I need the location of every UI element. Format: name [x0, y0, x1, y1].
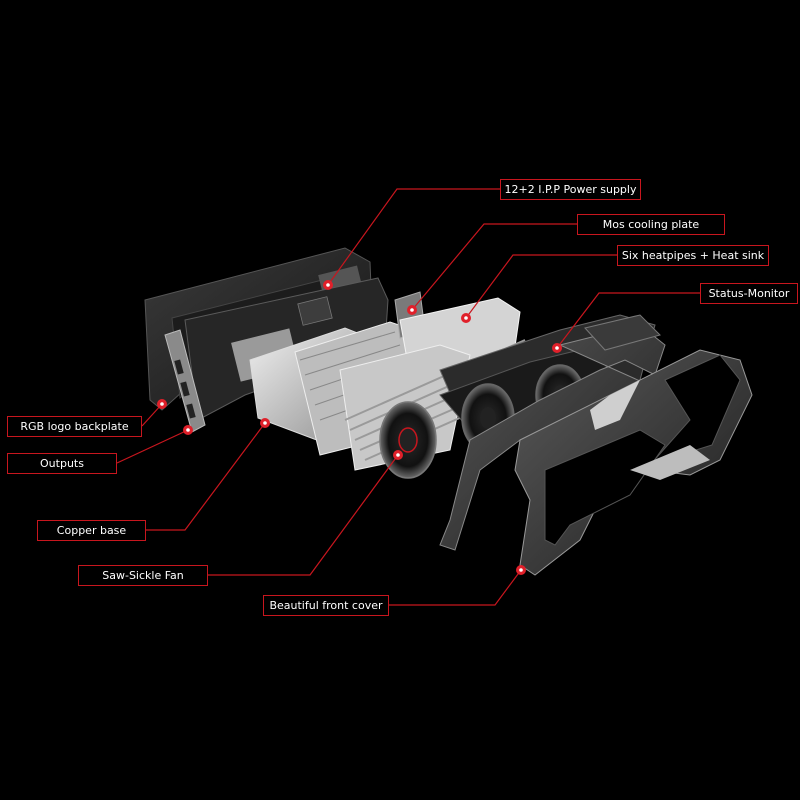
label-copper-base: Copper base: [37, 520, 146, 541]
marker-rgb-backplate: [157, 399, 167, 409]
label-mos-cooling-plate: Mos cooling plate: [577, 214, 725, 235]
marker-copper-base: [260, 418, 270, 428]
label-power-supply: 12+2 I.P.P Power supply: [500, 179, 641, 200]
io-bracket: [164, 329, 206, 433]
marker-front-cover: [516, 565, 526, 575]
status-monitor-panel: [584, 314, 661, 351]
label-fan: Saw-Sickle Fan: [78, 565, 208, 586]
callout-markers: [157, 280, 562, 575]
marker-heatpipes: [461, 313, 471, 323]
leader-lines: [116, 188, 700, 606]
label-front-cover: Beautiful front cover: [263, 595, 389, 616]
label-status-monitor: Status-Monitor: [700, 283, 798, 304]
marker-mos-cooling-plate: [407, 305, 417, 315]
label-rgb-backplate: RGB logo backplate: [7, 416, 142, 437]
marker-power-supply: [323, 280, 333, 290]
label-heatpipes: Six heatpipes + Heat sink: [617, 245, 769, 266]
marker-status-monitor: [552, 343, 562, 353]
label-outputs: Outputs: [7, 453, 117, 474]
marker-fan: [393, 450, 403, 460]
front-cover: [439, 324, 753, 576]
marker-outputs: [183, 425, 193, 435]
